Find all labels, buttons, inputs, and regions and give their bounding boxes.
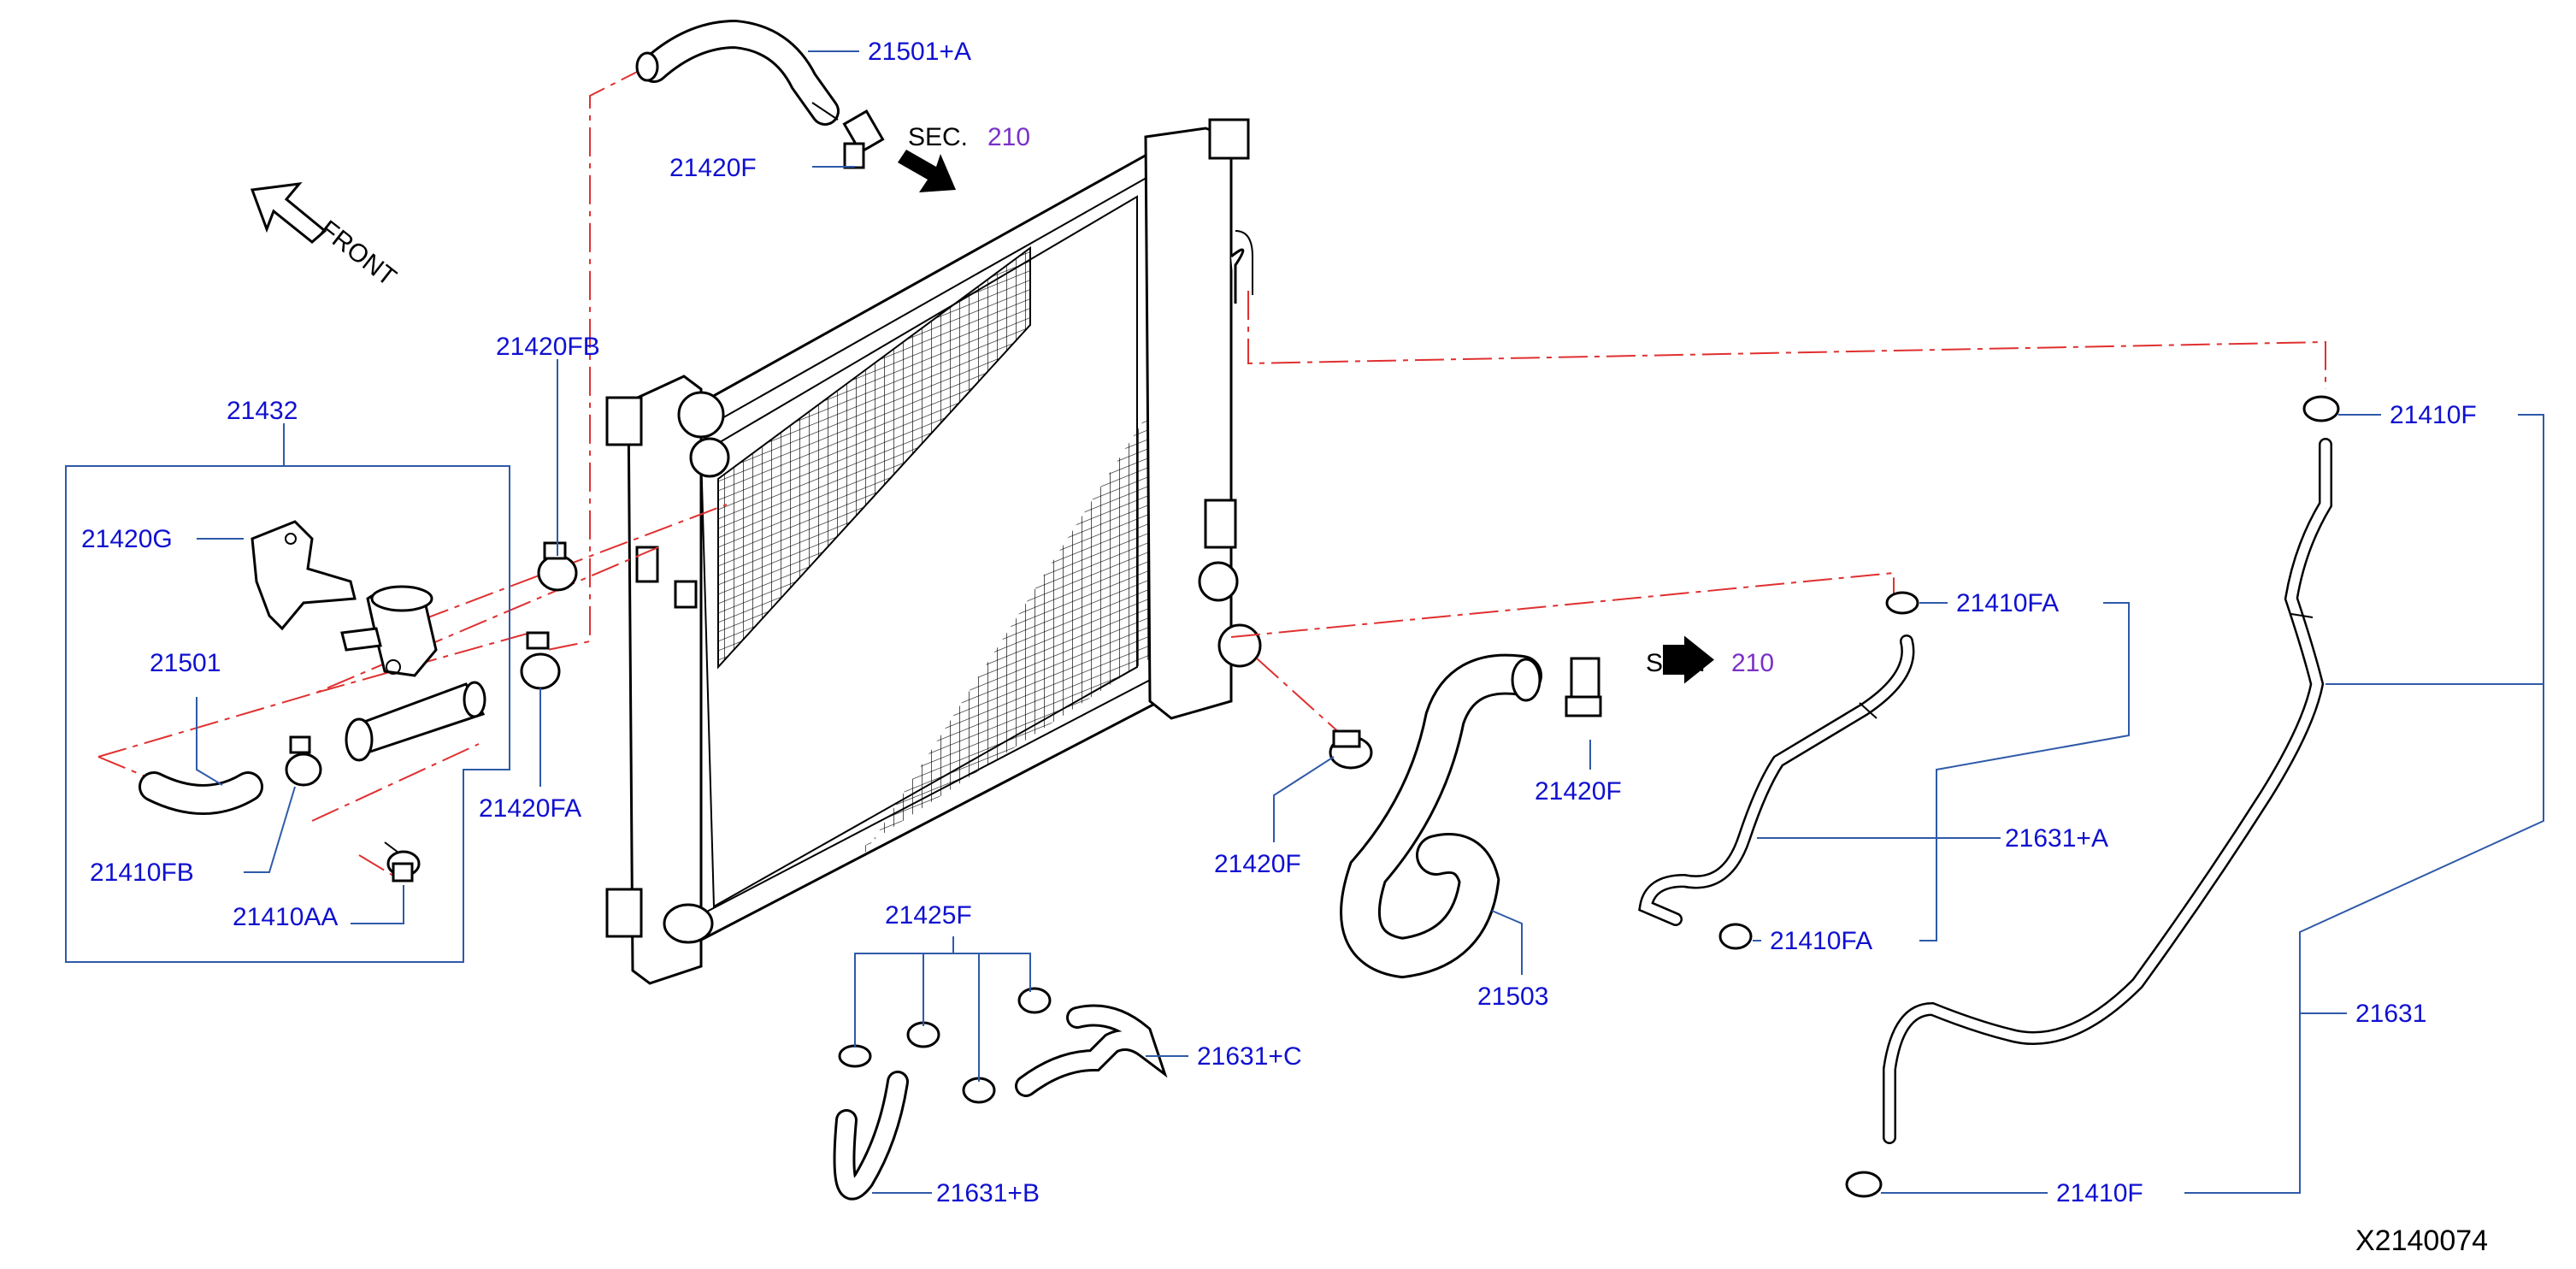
leader-lines: [196, 50, 2544, 1194]
front-arrow-icon: [250, 182, 327, 244]
clamp-21410fb: [285, 735, 322, 787]
clamp-21420fa: [520, 631, 561, 690]
label-21420g: 21420G: [81, 525, 173, 553]
clamp-21410f-top: [2302, 395, 2340, 422]
label-21410f-top: 21410F: [2390, 401, 2477, 429]
label-21410aa: 21410AA: [233, 903, 338, 931]
sec-arrow-top-icon: [898, 150, 956, 192]
label-21410fb: 21410FB: [90, 859, 194, 887]
lower-radiator-hose-21503: [1340, 653, 1542, 979]
label-21631c: 21631+C: [1197, 1042, 1302, 1071]
small-hose-21501: [139, 771, 263, 815]
clamp-21420f-mid: [1329, 729, 1373, 770]
clamp-21420fb: [537, 541, 578, 592]
sec-number-right: 210: [1731, 649, 1774, 677]
clamp-21420f-right: [1565, 657, 1602, 717]
clamp-21410fa-top: [1885, 591, 1919, 615]
water-outlet-21501: [340, 585, 486, 762]
sec-number-top: 210: [987, 123, 1030, 151]
label-21631b: 21631+B: [936, 1179, 1040, 1207]
label-21420f-mid: 21420F: [1214, 850, 1301, 878]
label-21410fa-top: 21410FA: [1956, 589, 2059, 617]
label-21410fa-bottom: 21410FA: [1770, 927, 1872, 955]
label-21420fa: 21420FA: [479, 794, 581, 823]
bolt-21410aa: [384, 841, 421, 882]
upper-radiator-hose: [635, 19, 840, 126]
clamp-21410fa-bottom: [1718, 923, 1753, 950]
label-21631a: 21631+A: [2005, 824, 2108, 853]
hose-kit-box-21432: [65, 465, 510, 963]
radiator: [605, 118, 1262, 985]
clamp-21410f-bottom: [1845, 1171, 1883, 1198]
front-label: FRONT: [315, 215, 402, 292]
sec-prefix-right: SEC.: [1646, 649, 1706, 677]
label-21503: 21503: [1477, 983, 1548, 1011]
label-21410f-bottom: 21410F: [2056, 1179, 2143, 1207]
label-21425f: 21425F: [885, 901, 972, 930]
diagram-code: X2140074: [2355, 1225, 2488, 1257]
label-21420f-right: 21420F: [1535, 777, 1622, 806]
clamp-21420f-top: [842, 109, 885, 169]
sec-arrow-right-icon: [1663, 635, 1714, 684]
label-21501: 21501: [150, 649, 221, 677]
label-21631: 21631: [2355, 1000, 2426, 1028]
label-21432: 21432: [227, 397, 298, 425]
hose-21631a: [1638, 634, 1915, 926]
sec-prefix-top: SEC.: [908, 123, 968, 151]
hose-21631b: [833, 1071, 909, 1201]
label-21501a: 21501+A: [868, 38, 971, 66]
clamp-set-21425f: [838, 987, 1052, 1104]
bracket-21420g: [251, 520, 357, 631]
label-21420fb: 21420FB: [496, 333, 600, 361]
label-21420f-top: 21420F: [669, 154, 757, 182]
hose-21631: [1883, 438, 2332, 1144]
hose-21631c: [1015, 1004, 1168, 1097]
